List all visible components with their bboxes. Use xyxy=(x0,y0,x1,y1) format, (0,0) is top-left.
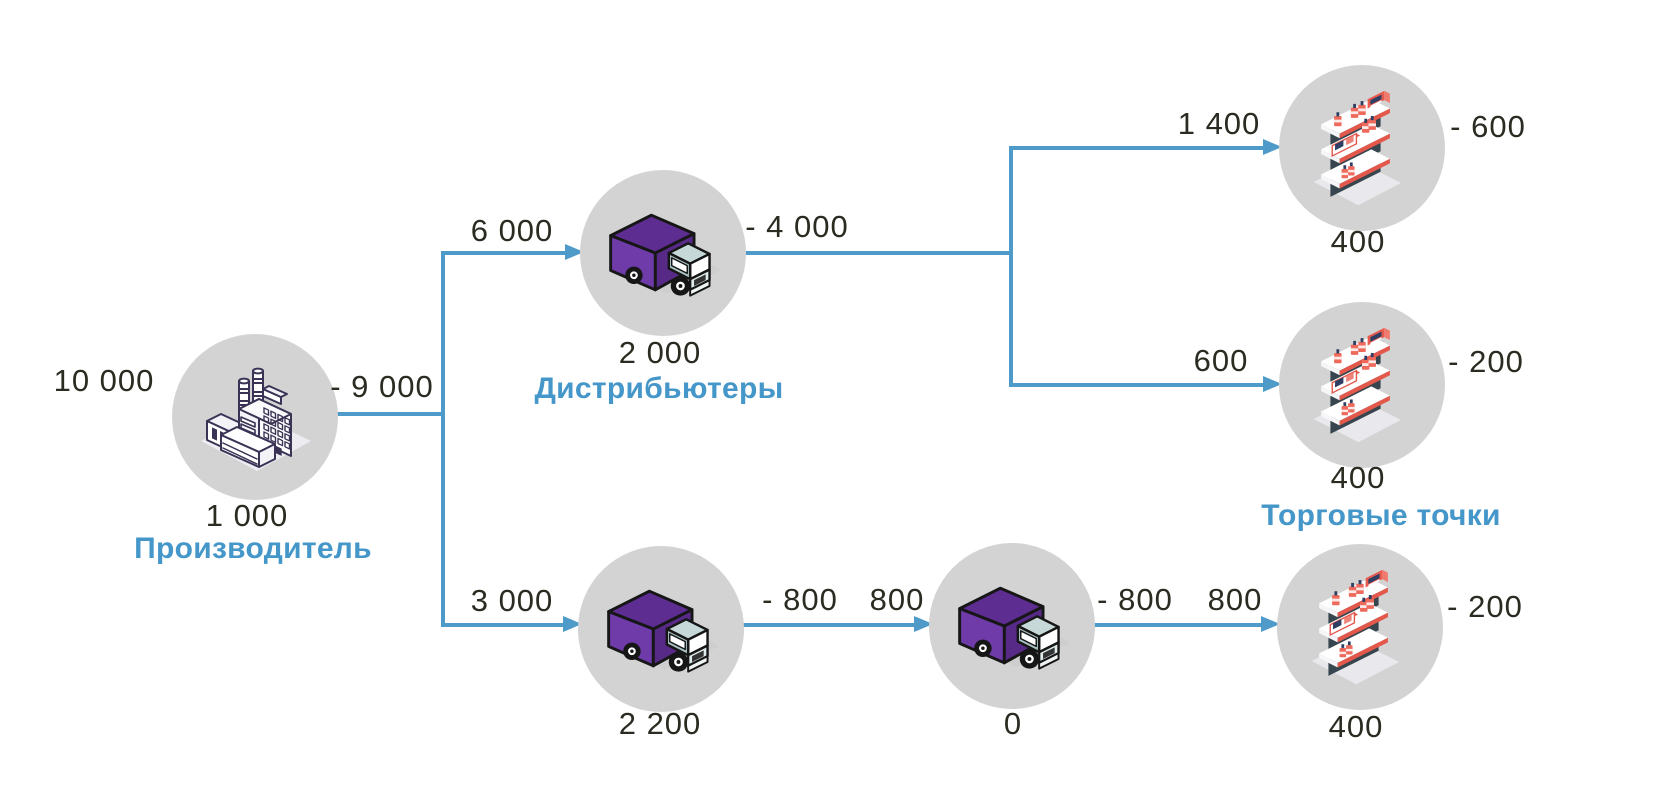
flow-factory-in: 10 000 xyxy=(53,363,155,398)
flow-factory-out: - 9 000 xyxy=(330,369,434,404)
stock-factory: 1 000 xyxy=(205,498,289,533)
flow-to-transit2: 800 xyxy=(869,582,925,617)
node-retail-mid xyxy=(1279,302,1445,468)
flow-transit1-out: - 800 xyxy=(762,582,838,617)
truck-icon xyxy=(609,213,722,297)
truck-icon xyxy=(607,589,720,673)
arrowhead-to-retail-mid xyxy=(1263,376,1282,392)
connector-to-retail-top xyxy=(1009,146,1263,150)
flow-retail-bottom-out: - 200 xyxy=(1447,589,1523,624)
connector-to-transit2 xyxy=(742,623,914,627)
stock-retail-top: 400 xyxy=(1330,224,1386,259)
node-retail-bottom xyxy=(1277,544,1443,710)
truck-icon xyxy=(958,586,1071,670)
flow-retail-mid-out: - 200 xyxy=(1448,344,1524,379)
stock-transit2: 0 xyxy=(1003,706,1023,741)
stock-retail-bottom: 400 xyxy=(1328,709,1384,744)
arrowhead-to-retail-top xyxy=(1263,139,1282,155)
connector-right-split xyxy=(1009,146,1013,387)
connector-distributor-out xyxy=(744,251,1013,255)
shelf-icon xyxy=(1313,327,1402,442)
connector-left-split xyxy=(441,251,445,627)
flow-to-retail-top: 1 400 xyxy=(1177,106,1261,141)
node-distributor-truck xyxy=(580,170,746,336)
stage-title-producer: Производитель xyxy=(134,532,372,565)
shelf-icon xyxy=(1311,569,1400,684)
node-factory xyxy=(172,334,338,500)
flow-distributor-out: - 4 000 xyxy=(745,209,849,244)
stock-distributor: 2 000 xyxy=(618,335,702,370)
stock-retail-mid: 400 xyxy=(1330,460,1386,495)
factory-icon xyxy=(201,367,311,471)
arrowhead-to-distributor xyxy=(565,244,584,260)
flow-to-transit1: 3 000 xyxy=(470,583,554,618)
arrowhead-to-transit1 xyxy=(563,616,582,632)
flow-to-retail-mid: 600 xyxy=(1193,343,1249,378)
flow-to-retail-bottom: 800 xyxy=(1207,582,1263,617)
stage-title-distributors: Дистрибьютеры xyxy=(534,372,784,405)
connector-to-retail-bottom xyxy=(1094,623,1261,627)
shelf-icon xyxy=(1313,90,1402,205)
flow-transit2-out: - 800 xyxy=(1097,582,1173,617)
connector-to-retail-mid xyxy=(1009,383,1263,387)
connector-to-transit1 xyxy=(441,623,563,627)
flow-retail-top-out: - 600 xyxy=(1450,109,1526,144)
node-transit-truck-2 xyxy=(929,543,1095,709)
node-retail-top xyxy=(1279,65,1445,231)
connector-factory-out xyxy=(336,412,445,416)
arrowhead-to-retail-bottom xyxy=(1261,616,1280,632)
flow-to-distributor: 6 000 xyxy=(470,213,554,248)
stage-title-retail: Торговые точки xyxy=(1261,499,1501,532)
node-transit-truck-1 xyxy=(578,546,744,712)
connector-to-distributor xyxy=(441,251,565,255)
stock-transit1: 2 200 xyxy=(618,706,702,741)
arrowhead-to-transit2 xyxy=(914,616,933,632)
